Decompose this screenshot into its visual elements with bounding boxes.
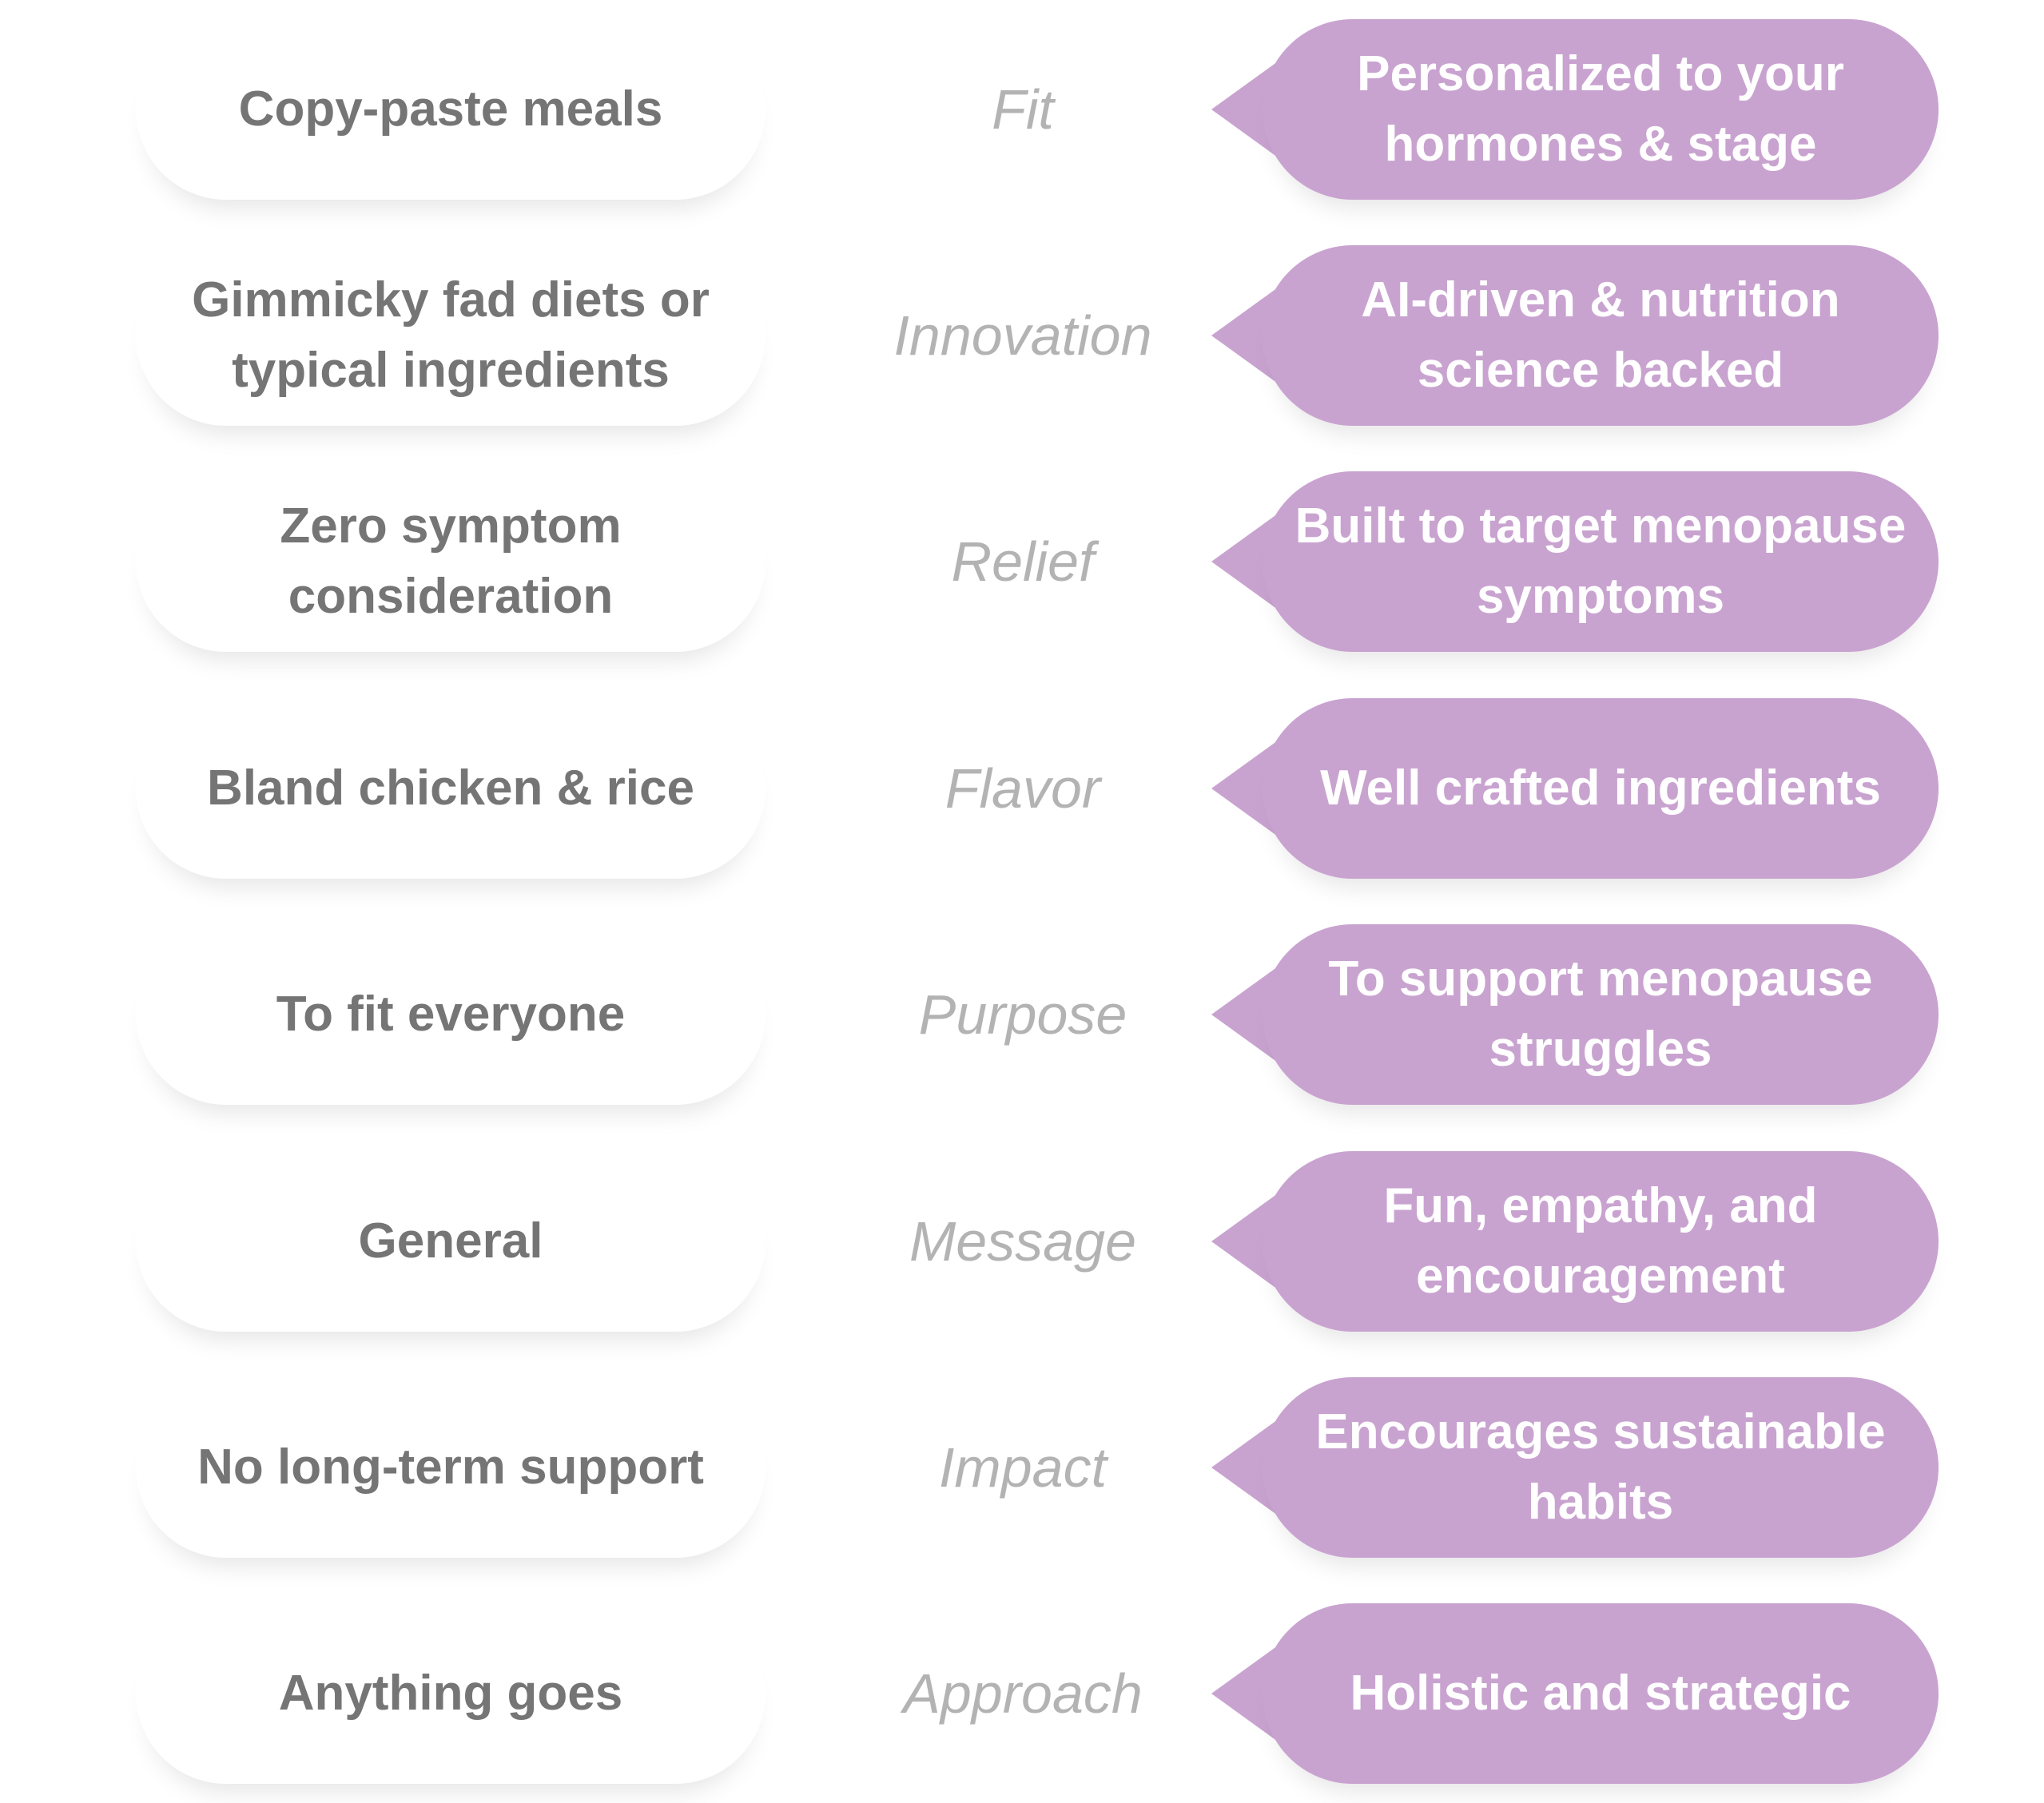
our-approach-text: Well crafted ingredients <box>1320 761 1881 816</box>
our-approach-text: Encourages sustainable habits <box>1315 1404 1886 1530</box>
typical-approach-text: Gimmicky fad diets or typical ingredient… <box>192 272 710 398</box>
comparison-row: Copy-paste meals Fit Personalized to your … <box>0 19 2044 200</box>
typical-approach-text: General <box>358 1213 543 1269</box>
comparison-row: Bland chicken & rice Flavor Well crafted i… <box>0 698 2044 879</box>
typical-approach-card: Bland chicken & rice <box>136 698 766 879</box>
our-approach-bubble: Fun, empathy, and encouragement <box>1263 1151 1939 1332</box>
criterion-label: Flavor <box>944 757 1101 820</box>
typical-approach-text: Bland chicken & rice <box>207 761 694 816</box>
typical-approach-text: Zero symptom consideration <box>280 498 622 624</box>
typical-approach-card: Anything goes <box>136 1603 766 1784</box>
our-approach-bubble: Well crafted ingredients <box>1263 698 1939 879</box>
typical-approach-card: General <box>136 1151 766 1332</box>
comparison-row: Zero symptom consideration Relief Built to… <box>0 471 2044 652</box>
comparison-row: Anything goes Approach Holistic and strate… <box>0 1603 2044 1784</box>
criterion-label: Impact <box>938 1436 1107 1499</box>
our-approach-text: Personalized to your hormones & stage <box>1357 46 1844 172</box>
typical-approach-card: No long-term support <box>136 1377 766 1558</box>
our-approach-bubble: To support menopause struggles <box>1263 924 1939 1105</box>
comparison-row: Gimmicky fad diets or typical ingredient… <box>0 245 2044 426</box>
typical-approach-text: To fit everyone <box>276 987 626 1042</box>
typical-approach-card: Gimmicky fad diets or typical ingredient… <box>136 245 766 426</box>
our-approach-text: To support menopause struggles <box>1328 951 1873 1077</box>
typical-approach-card: Copy-paste meals <box>136 19 766 200</box>
criterion-label: Message <box>909 1210 1137 1273</box>
our-approach-bubble: Personalized to your hormones & stage <box>1263 19 1939 200</box>
our-approach-text: Built to target menopause symptoms <box>1294 498 1907 624</box>
typical-approach-text: No long-term support <box>197 1440 704 1495</box>
typical-approach-text: Copy-paste meals <box>238 81 663 137</box>
typical-approach-text: Anything goes <box>278 1666 623 1721</box>
our-approach-text: AI-driven & nutrition science backed <box>1361 272 1840 398</box>
our-approach-bubble: AI-driven & nutrition science backed <box>1263 245 1939 426</box>
criterion-label: Relief <box>951 530 1095 593</box>
comparison-row: General Message Fun, empathy, and encourag… <box>0 1151 2044 1332</box>
criterion-label: Approach <box>903 1662 1143 1725</box>
our-approach-text: Holistic and strategic <box>1350 1666 1851 1721</box>
typical-approach-card: To fit everyone <box>136 924 766 1105</box>
comparison-row: No long-term support Impact Encourages sus… <box>0 1377 2044 1558</box>
comparison-row: To fit everyone Purpose To support menopau… <box>0 924 2044 1105</box>
criterion-label: Innovation <box>893 304 1152 367</box>
criterion-label: Fit <box>992 78 1054 141</box>
criterion-label: Purpose <box>918 983 1127 1046</box>
our-approach-bubble: Holistic and strategic <box>1263 1603 1939 1784</box>
our-approach-bubble: Encourages sustainable habits <box>1263 1377 1939 1558</box>
typical-approach-card: Zero symptom consideration <box>136 471 766 652</box>
our-approach-bubble: Built to target menopause symptoms <box>1263 471 1939 652</box>
our-approach-text: Fun, empathy, and encouragement <box>1383 1178 1818 1304</box>
